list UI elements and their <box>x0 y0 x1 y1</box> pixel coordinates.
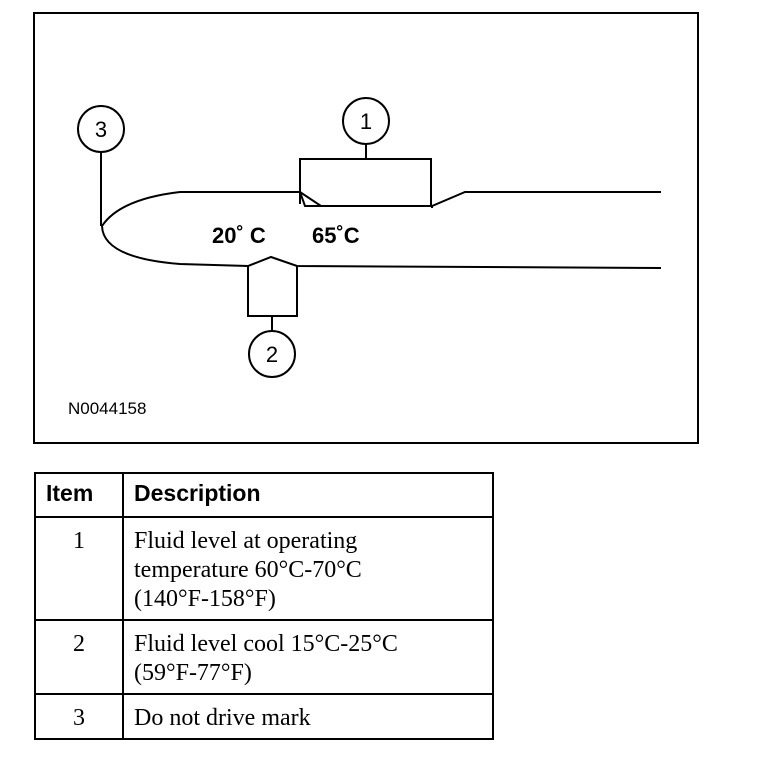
callout-1-bracket <box>299 158 432 207</box>
description-line: (140°F-158°F) <box>134 586 276 612</box>
callout-1-number: 1 <box>360 109 372 134</box>
table-row: 3 Do not drive mark <box>34 693 494 740</box>
row-item-number: 3 <box>34 693 124 740</box>
callout-2-bracket <box>247 266 298 317</box>
callout-1-circle <box>342 97 390 145</box>
description-line: Fluid level cool 15°C-25°C <box>134 631 398 657</box>
description-line: temperature 60°C-70°C <box>134 557 362 583</box>
callout-3-circle <box>77 105 125 153</box>
row-description: Fluid level cool 15°C-25°C (59°F-77°F) <box>122 619 494 695</box>
legend-table: Item Description 1 Fluid level at operat… <box>34 472 494 740</box>
temp-cool-label: 20˚ C <box>212 223 266 248</box>
diagram-id-code: N0044158 <box>68 399 147 418</box>
description-line: Do not drive mark <box>134 705 311 731</box>
hot-range-notch <box>299 191 433 208</box>
temp-hot-label: 65˚C <box>312 223 360 248</box>
dipstick-lower-edge <box>101 225 662 269</box>
legend-header-row: Item Description <box>34 472 494 518</box>
dipstick-upper-edge <box>101 191 661 227</box>
diagram-frame: 1 2 3 20˚ C 65˚C N0044158 <box>33 12 699 444</box>
table-row: 2 Fluid level cool 15°C-25°C (59°F-77°F) <box>34 619 494 695</box>
callout-2-circle <box>248 330 296 378</box>
description-line: Fluid level at operating <box>134 528 358 554</box>
callout-2-number: 2 <box>266 342 278 367</box>
dipstick-diagram: 1 2 3 20˚ C 65˚C <box>77 97 662 378</box>
description-line: (59°F-77°F) <box>134 660 252 686</box>
row-item-number: 1 <box>34 516 124 621</box>
row-item-number: 2 <box>34 619 124 695</box>
header-item: Item <box>34 472 124 518</box>
header-description: Description <box>122 472 494 518</box>
row-description: Do not drive mark <box>122 693 494 740</box>
row-description: Fluid level at operating temperature 60°… <box>122 516 494 621</box>
table-row: 1 Fluid level at operating temperature 6… <box>34 516 494 621</box>
callout-3-number: 3 <box>95 117 107 142</box>
